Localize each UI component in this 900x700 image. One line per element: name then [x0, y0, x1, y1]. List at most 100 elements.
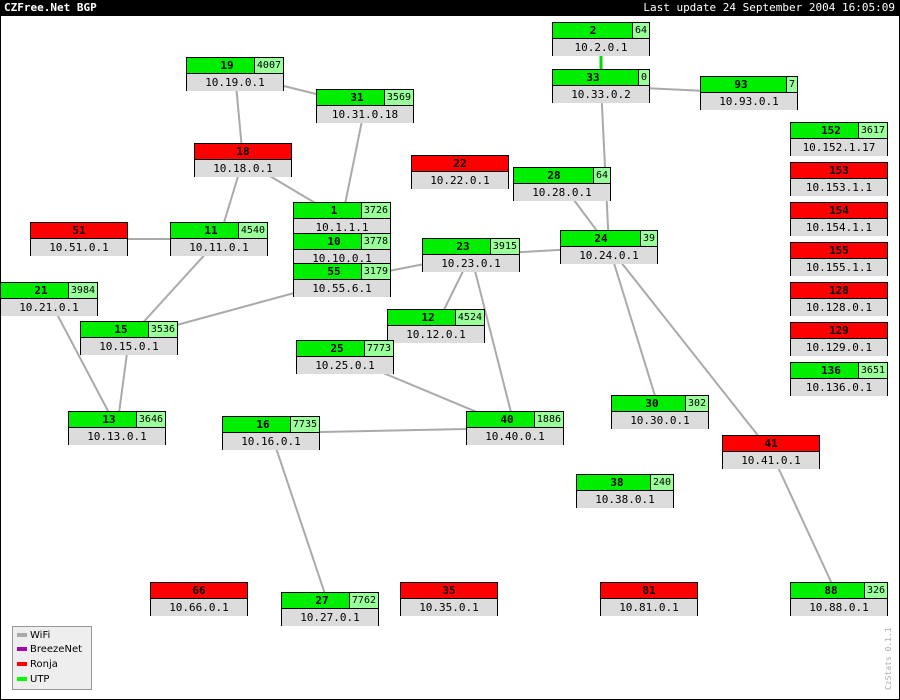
node-route-count: 3915 — [489, 239, 519, 254]
node-asn: 1 — [330, 204, 338, 217]
node-ip: 10.81.0.1 — [601, 599, 697, 616]
node-route-count: 1886 — [533, 412, 563, 427]
node-asn: 23 — [456, 240, 470, 253]
node-header: 154 — [791, 203, 887, 219]
last-update: Last update 24 September 2004 16:05:09 — [643, 1, 895, 14]
legend-swatch-utp — [17, 677, 27, 681]
link-41-88 — [770, 451, 840, 600]
node-asn: 66 — [192, 584, 206, 597]
node-asn: 153 — [829, 164, 849, 177]
node-ip: 10.27.0.1 — [282, 609, 378, 626]
node-route-count: 3536 — [147, 322, 177, 337]
node-ip: 10.31.0.18 — [317, 106, 413, 123]
node-ip: 10.153.1.1 — [791, 179, 887, 196]
node-route-count: 3179 — [360, 264, 390, 279]
node-ip: 10.66.0.1 — [151, 599, 247, 616]
node-asn: 152 — [821, 124, 841, 137]
node-header: 23 3915 — [423, 239, 519, 255]
node-asn: 24 — [594, 232, 608, 245]
node-ip: 10.38.0.1 — [577, 491, 673, 508]
node-asn: 35 — [442, 584, 456, 597]
node-ip: 10.21.0.1 — [1, 299, 97, 316]
as-node-81[interactable]: 81 10.81.0.1 — [600, 582, 698, 616]
node-asn: 2 — [589, 24, 597, 37]
node-header: 81 — [601, 583, 697, 599]
link-21-13 — [48, 298, 118, 429]
node-route-count: 3646 — [135, 412, 165, 427]
node-asn: 11 — [204, 224, 218, 237]
legend-item-ronja: Ronja — [17, 658, 58, 672]
node-header: 19 4007 — [187, 58, 283, 74]
node-ip: 10.2.0.1 — [553, 39, 649, 56]
node-header: 22 — [412, 156, 508, 172]
node-asn: 81 — [642, 584, 656, 597]
node-route-count: 7 — [785, 77, 797, 92]
node-route-count: 7735 — [289, 417, 319, 432]
node-header: 55 3179 — [294, 264, 390, 280]
legend-item-breezenet: BreezeNet — [17, 643, 82, 657]
node-asn: 18 — [236, 145, 250, 158]
node-ip: 10.28.0.1 — [514, 184, 610, 201]
node-ip: 10.88.0.1 — [791, 599, 887, 616]
node-ip: 10.24.0.1 — [561, 247, 657, 264]
as-node-153[interactable]: 153 10.153.1.1 — [790, 162, 888, 196]
node-route-count: 240 — [649, 475, 673, 490]
node-header: 66 — [151, 583, 247, 599]
node-route-count: 4007 — [253, 58, 283, 73]
node-ip: 10.129.0.1 — [791, 339, 887, 356]
node-asn: 31 — [350, 91, 364, 104]
node-ip: 10.41.0.1 — [723, 452, 819, 469]
node-asn: 25 — [330, 342, 344, 355]
node-asn: 55 — [327, 265, 341, 278]
as-node-66[interactable]: 66 10.66.0.1 — [150, 582, 248, 616]
legend-swatch-breezenet — [17, 647, 27, 651]
node-asn: 19 — [220, 59, 234, 72]
title-bar: CZFree.Net BGP Last update 24 September … — [0, 0, 900, 16]
node-asn: 155 — [829, 244, 849, 257]
legend-swatch-ronja — [17, 662, 27, 666]
node-route-count: 7762 — [348, 593, 378, 608]
